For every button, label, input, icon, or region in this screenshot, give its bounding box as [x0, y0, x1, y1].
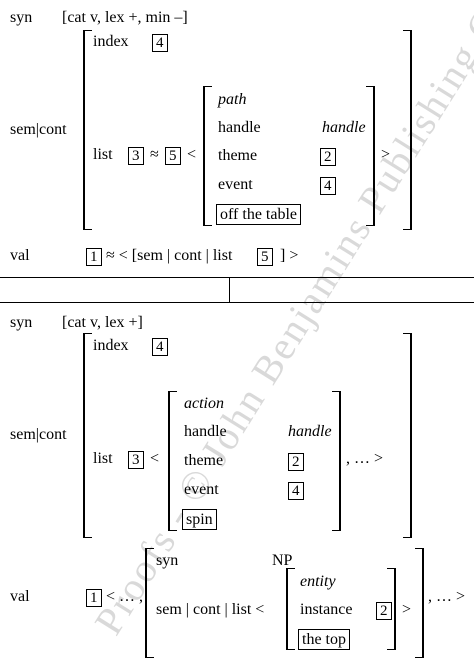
arg-type: entity	[300, 573, 336, 590]
syn-label-2: syn	[10, 314, 33, 331]
semcont-left-bracket-2	[83, 333, 92, 538]
approx-sign: ≈	[150, 146, 159, 163]
list-tag-2: 5	[165, 147, 181, 165]
arg-syn-label: syn	[156, 552, 179, 569]
arg-close-angle: >	[402, 601, 412, 618]
divider-top	[0, 277, 474, 278]
handle-value: handle	[322, 119, 366, 136]
handle-label-2: handle	[184, 423, 227, 440]
arg-inner-left-bracket	[286, 568, 295, 650]
semcont-label-2: sem|cont	[10, 426, 67, 443]
val-tag-2: 5	[257, 248, 273, 266]
val-label-2: val	[10, 588, 30, 605]
arg-path: sem | cont | list <	[156, 601, 265, 618]
list-open-angle-2: <	[150, 450, 160, 467]
instance-label: instance	[300, 601, 353, 618]
arg-syn-value: NP	[272, 552, 293, 569]
syn-value: [cat v, lex +, min –]	[62, 9, 188, 26]
syn-value-2: [cat v, lex +]	[62, 314, 143, 331]
event-tag: 4	[320, 177, 336, 195]
index-label: index	[93, 33, 129, 50]
list-tag-3: 3	[128, 451, 144, 469]
semcont-right-bracket	[403, 30, 412, 230]
list-tail: , … >	[346, 450, 384, 467]
syn-label: syn	[10, 9, 33, 26]
predicate-box: off the table	[216, 204, 302, 225]
inner-type: path	[218, 91, 247, 108]
val-content: ≈ < [sem | cont | list	[106, 247, 233, 264]
val-tag-3: 1	[86, 589, 102, 607]
event-label-2: event	[184, 481, 219, 498]
arg-left-bracket	[145, 548, 154, 658]
val-label: val	[10, 247, 30, 264]
val-tag: 1	[86, 248, 102, 266]
theme-label: theme	[218, 147, 258, 164]
arg-predicate-box: the top	[298, 629, 350, 650]
semcont-left-bracket	[83, 30, 92, 230]
list-tag: 3	[128, 147, 144, 165]
handle-label: handle	[218, 119, 261, 136]
index-tag: 4	[152, 34, 168, 52]
divider-mid	[229, 277, 230, 302]
event-tag-2: 4	[288, 482, 304, 500]
theme-label-2: theme	[184, 452, 224, 469]
semcont-label: sem|cont	[10, 121, 67, 138]
inner-type-2: action	[184, 395, 224, 412]
inner-left-bracket-2	[168, 391, 177, 531]
semcont-right-bracket-2	[403, 333, 412, 538]
inner-right-bracket-2	[332, 391, 341, 531]
val-end: ] >	[280, 247, 299, 264]
event-label: event	[218, 176, 253, 193]
val-open: < … ,	[106, 588, 144, 605]
list-label-2: list	[93, 450, 113, 467]
list-open-angle: <	[187, 146, 197, 163]
index-tag-2: 4	[152, 338, 168, 356]
arg-inner-right-bracket	[387, 568, 396, 650]
arg-right-bracket	[415, 548, 424, 658]
predicate-box-2: spin	[182, 509, 217, 530]
theme-tag: 2	[320, 148, 336, 166]
instance-tag: 2	[376, 602, 392, 620]
index-label-2: index	[93, 337, 129, 354]
theme-tag-2: 2	[288, 453, 304, 471]
divider-bottom	[0, 302, 474, 303]
list-label: list	[93, 146, 113, 163]
handle-value-2: handle	[288, 423, 332, 440]
inner-left-bracket	[203, 86, 212, 226]
list-close-angle: >	[381, 146, 391, 163]
val-close: , … >	[428, 588, 466, 605]
inner-right-bracket	[366, 86, 375, 226]
